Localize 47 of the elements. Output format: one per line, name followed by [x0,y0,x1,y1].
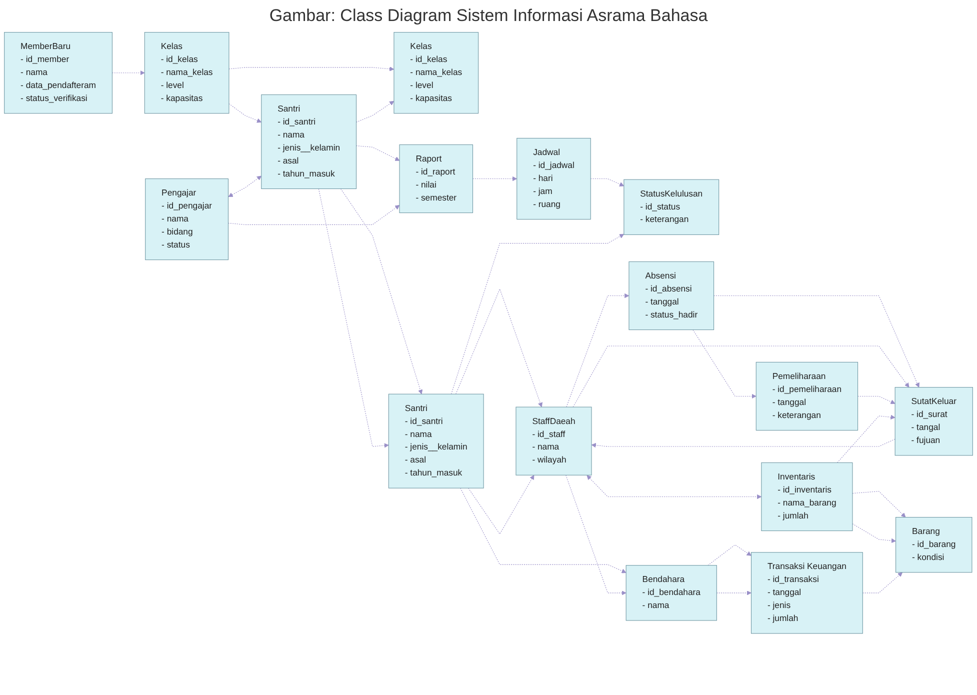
node-box: Raport - id_raport - nilai - semester [399,144,474,214]
arrow [714,295,920,388]
arrow [566,293,630,408]
node-box: Bendahara - id_bendahara - nama [626,565,717,621]
node-box: Barang - id_barang - kondisi [896,517,972,573]
node-box: Pengajar - id_pengajar - nama - bidang - status [145,178,228,260]
arrow [858,396,896,404]
arrow [566,474,626,596]
arrow [318,188,389,448]
arrow [340,188,423,394]
arrow [852,524,896,544]
node-box: Inventaris - id_inventaris - nama_barang - jumlah [761,462,853,532]
arrow [228,66,394,72]
node-box: StatusKelulusan - id_status - keterangan [624,179,720,235]
node-box: Santri - id_santri - nama - jenis__kelamin - asal - tahun_masuk [388,394,484,488]
node-box: SutatKeluar - id_surat - tangal - fujuan [894,387,973,456]
node-box: Pemeliharaan - id_pemeliharaan - tanggal - keterangan [756,362,858,431]
arrow [228,176,262,197]
node-box: Kelas - id_kelas - nama_kelas - level - kapasitas [394,32,479,114]
arrow [472,176,518,182]
node-box: MemberBaru - id_member - nama - data_pendafteram - status_verifikasi [4,32,112,114]
arrow [228,204,400,225]
arrow [862,572,903,594]
arrow [112,70,145,76]
arrow [450,234,624,394]
arrow [836,414,896,463]
arrow [228,103,262,123]
arrow [852,491,906,518]
node-box: Kelas - id_kelas - nama_kelas - level - kapasitas [144,32,230,114]
arrow [692,330,756,399]
arrow [468,474,534,535]
arrow [591,438,896,448]
node-box: Absensi - id_absensi - tanggal - status_hadir [628,261,714,330]
arrow [708,544,752,566]
arrow [590,178,624,186]
arrow [716,590,752,596]
diagram-title: Gambar: Class Diagram Sistem Informasi Asrama Bahasa [268,6,709,26]
node-box: Jadwal - id_jadwal - hari - jam - ruang [516,138,591,220]
arrow [356,100,394,122]
node-box: StaffDaeah - id_staff - nama - wilayah [516,406,592,476]
arrow [356,146,400,161]
arrow [586,475,762,500]
arrow [456,288,542,408]
arrow [572,346,910,408]
arrow [460,488,626,574]
node-box: Transaksi Keuangan - id_transaksi - tanggal - jenis - jumlah [750,552,863,634]
node-box: Santri - id_santri - nama - jenis__kelamin - asal - tahun_masuk [261,94,357,190]
